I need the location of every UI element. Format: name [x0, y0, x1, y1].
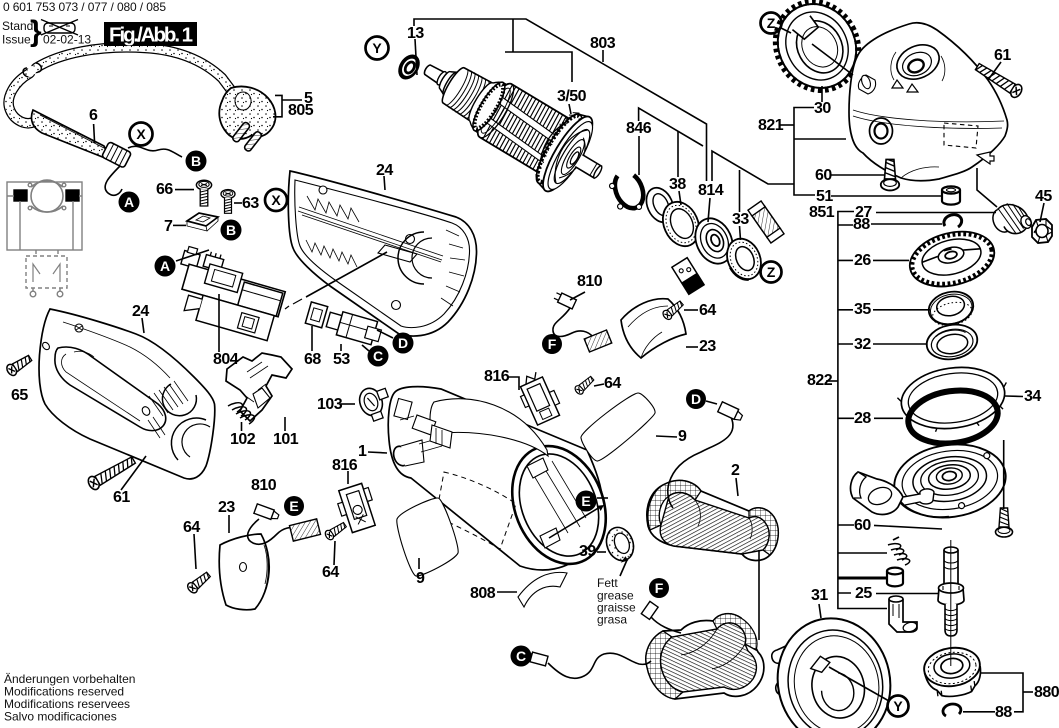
svg-text:810: 810 [251, 477, 277, 494]
svg-text:6: 6 [89, 107, 98, 124]
svg-text:7: 7 [164, 218, 173, 235]
svg-text:68: 68 [304, 351, 321, 368]
svg-text:Y: Y [893, 698, 903, 714]
svg-text:X: X [271, 192, 281, 208]
svg-text:Modifications reservees: Modifications reservees [4, 697, 130, 711]
svg-text:24: 24 [132, 303, 149, 320]
svg-text:60: 60 [815, 167, 832, 184]
svg-text:822: 822 [807, 372, 833, 389]
svg-text:Y: Y [372, 40, 382, 56]
svg-text:F: F [548, 336, 557, 352]
svg-text:30: 30 [814, 100, 831, 117]
svg-text:808: 808 [470, 585, 496, 602]
svg-text:61: 61 [113, 489, 130, 506]
svg-text:C: C [516, 648, 526, 664]
svg-text:846: 846 [626, 120, 652, 137]
svg-text:graisse: graisse [597, 601, 636, 615]
svg-text:64: 64 [322, 564, 339, 581]
svg-text:27: 27 [855, 204, 872, 221]
svg-text:64: 64 [183, 519, 200, 536]
svg-text:64: 64 [699, 302, 716, 319]
svg-text:34: 34 [1024, 388, 1041, 405]
svg-text:821: 821 [758, 117, 784, 134]
svg-text:Stand: Stand [2, 19, 33, 33]
svg-text:814: 814 [698, 182, 724, 199]
svg-text:A: A [160, 258, 170, 274]
svg-text:88: 88 [995, 704, 1012, 721]
svg-text:A: A [124, 194, 134, 210]
svg-text:805: 805 [288, 102, 314, 119]
svg-text:88: 88 [853, 216, 870, 233]
svg-text:66: 66 [156, 181, 173, 198]
svg-text:X: X [136, 126, 146, 142]
svg-text:32: 32 [854, 336, 871, 353]
svg-text:53: 53 [333, 351, 350, 368]
svg-text:103: 103 [317, 396, 343, 413]
svg-text:Änderungen vorbehalten: Änderungen vorbehalten [4, 672, 135, 686]
svg-text:9: 9 [678, 428, 687, 445]
svg-text:02-02-13: 02-02-13 [43, 33, 91, 47]
svg-text:803: 803 [590, 35, 616, 52]
svg-text:Salvo modificaciones: Salvo modificaciones [4, 710, 117, 724]
svg-text:D: D [691, 391, 701, 407]
svg-text:61: 61 [994, 47, 1011, 64]
svg-text:63: 63 [242, 195, 259, 212]
svg-text:}: } [30, 15, 42, 48]
svg-text:64: 64 [604, 375, 621, 392]
svg-text:0 601 753 073 / 077 / 080 / 08: 0 601 753 073 / 077 / 080 / 085 [3, 0, 166, 14]
svg-text:880: 880 [1034, 684, 1059, 701]
svg-text:102: 102 [230, 431, 256, 448]
svg-text:51: 51 [816, 188, 833, 205]
svg-text:1: 1 [358, 443, 367, 460]
svg-text:810: 810 [577, 273, 603, 290]
svg-text:B: B [191, 153, 201, 169]
svg-text:31: 31 [811, 587, 828, 604]
svg-text:E: E [289, 498, 298, 514]
svg-text:38: 38 [669, 176, 686, 193]
svg-text:Fett: Fett [597, 576, 618, 590]
svg-text:C: C [373, 348, 383, 364]
svg-text:E: E [581, 493, 590, 509]
svg-text:5: 5 [304, 90, 313, 107]
svg-text:25: 25 [855, 585, 872, 602]
svg-text:9: 9 [416, 570, 425, 587]
svg-text:39: 39 [579, 543, 596, 560]
svg-text:45: 45 [1035, 188, 1052, 205]
svg-text:3/50: 3/50 [557, 88, 587, 105]
svg-text:B: B [226, 222, 236, 238]
svg-text:Z: Z [767, 264, 776, 280]
svg-text:28: 28 [854, 410, 871, 427]
svg-text:816: 816 [332, 457, 358, 474]
svg-text:26: 26 [854, 252, 871, 269]
svg-text:816: 816 [484, 368, 510, 385]
svg-text:Modifications reserved: Modifications reserved [4, 685, 124, 699]
svg-text:2: 2 [731, 462, 740, 479]
svg-text:33: 33 [732, 211, 749, 228]
svg-text:F: F [655, 580, 664, 596]
svg-text:13: 13 [407, 25, 424, 42]
svg-text:804: 804 [213, 351, 239, 368]
svg-text:851: 851 [809, 204, 835, 221]
svg-text:101: 101 [273, 431, 299, 448]
svg-text:65: 65 [11, 387, 28, 404]
svg-text:35: 35 [854, 301, 871, 318]
svg-text:D: D [398, 335, 408, 351]
svg-text:23: 23 [699, 338, 716, 355]
svg-text:Z: Z [767, 15, 776, 31]
svg-text:Fig./Abb. 1: Fig./Abb. 1 [109, 24, 193, 47]
svg-text:60: 60 [854, 517, 871, 534]
svg-text:grasa: grasa [597, 613, 627, 627]
svg-text:Issue: Issue [2, 33, 31, 47]
svg-text:grease: grease [597, 589, 634, 603]
svg-text:23: 23 [218, 499, 235, 516]
svg-text:24: 24 [376, 162, 393, 179]
